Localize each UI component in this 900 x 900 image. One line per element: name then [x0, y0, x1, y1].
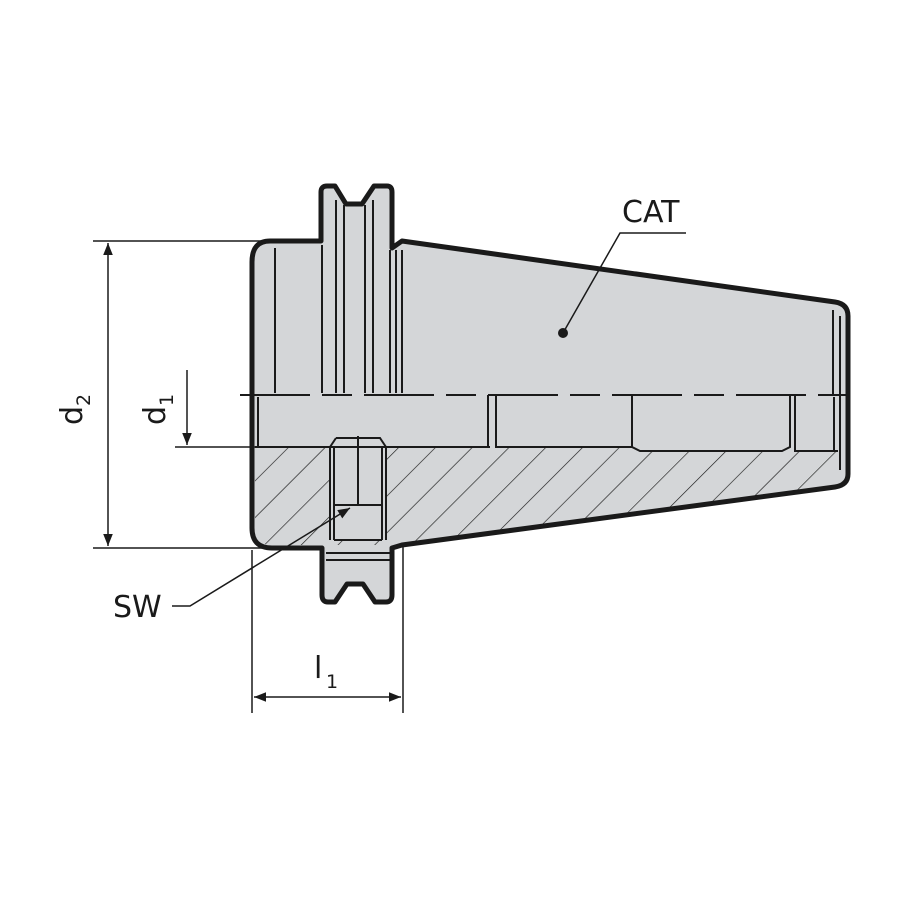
l1-subscript: 1 [326, 671, 338, 693]
dimension-l1 [251, 547, 404, 713]
cat-leader [562, 232, 686, 334]
l1-text: l [314, 651, 322, 686]
internal-lines [255, 200, 841, 561]
d2-label: d 2 [55, 394, 95, 425]
d1-text: d [138, 406, 173, 425]
d2-text: d [55, 406, 90, 425]
d1-subscript: 1 [156, 394, 178, 406]
section-hatch [255, 447, 845, 545]
d1-label: d 1 [138, 394, 178, 425]
d2-subscript: 2 [73, 394, 95, 406]
dimension-d2 [93, 240, 270, 549]
sw-leader [172, 507, 351, 607]
sw-label: SW [113, 590, 162, 625]
dimension-d1 [175, 370, 255, 448]
cat-leader-dot [558, 328, 568, 338]
cat-label: CAT [622, 195, 680, 230]
